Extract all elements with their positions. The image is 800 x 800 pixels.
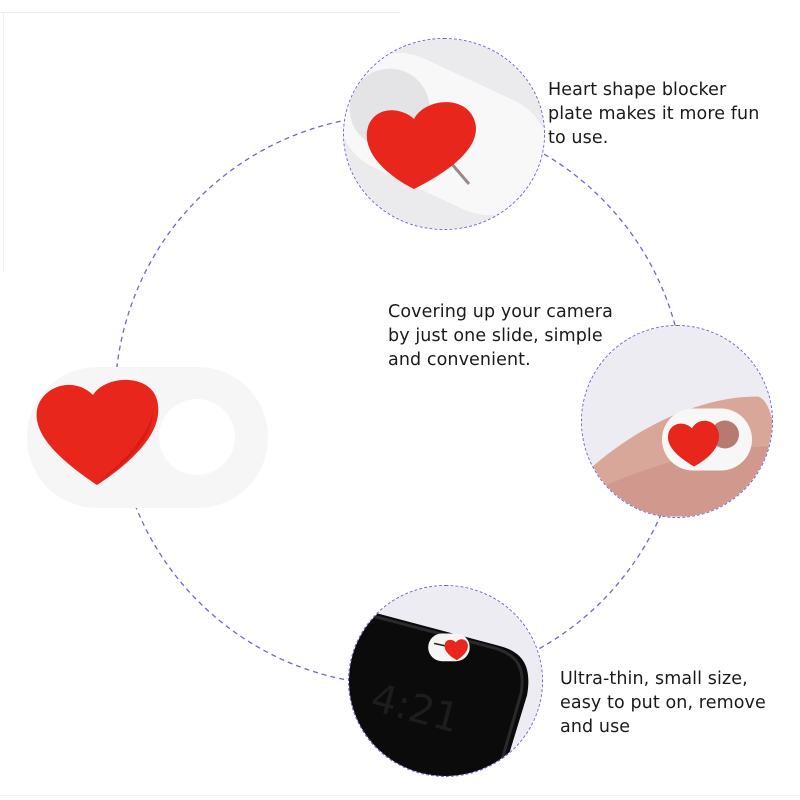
- feature-caption-heart-shape: Heart shape blocker plate makes it more …: [548, 80, 760, 148]
- heart-slider-closeup-image: [343, 38, 545, 230]
- feature-caption-one-slide: Covering up your camera by just one slid…: [388, 302, 613, 370]
- frame-border-bottom: [0, 795, 800, 796]
- heart-slider-closeup-icon: [344, 39, 544, 229]
- phone-cover-icon: 4:21: [349, 586, 542, 776]
- frame-border-top: [0, 12, 400, 13]
- fingertip-cover-image: [581, 325, 773, 518]
- phone-cover-image: 4:21: [348, 585, 543, 777]
- heart-webcam-cover-image: [25, 365, 270, 510]
- frame-border-left: [3, 12, 4, 272]
- feature-caption-ultra-thin: Ultra-thin, small size, easy to put on, …: [560, 669, 766, 737]
- fingertip-cover-icon: [582, 326, 772, 517]
- heart-webcam-cover-icon: [27, 367, 268, 508]
